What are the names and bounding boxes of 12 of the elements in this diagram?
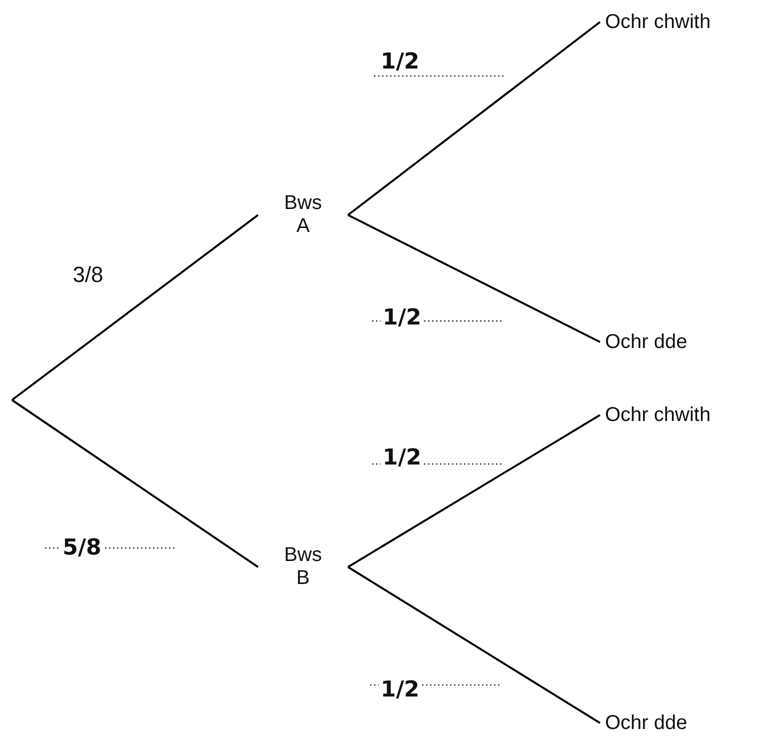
outcome-label: Ochr dde [605,712,688,734]
outcome-label: Ochr chwith [605,404,711,426]
tree-branch [11,399,259,568]
outcome-label: Bws A [283,192,323,238]
outcome-label: Ochr dde [605,330,688,354]
outcome-label: Bws B [283,544,323,590]
tree-branch [347,566,601,724]
outcome-label: Ochr chwith [605,10,711,34]
tree-branch [11,214,259,401]
tree-branch [348,214,600,343]
tree-branch [347,414,601,568]
tree-branch [347,21,601,216]
